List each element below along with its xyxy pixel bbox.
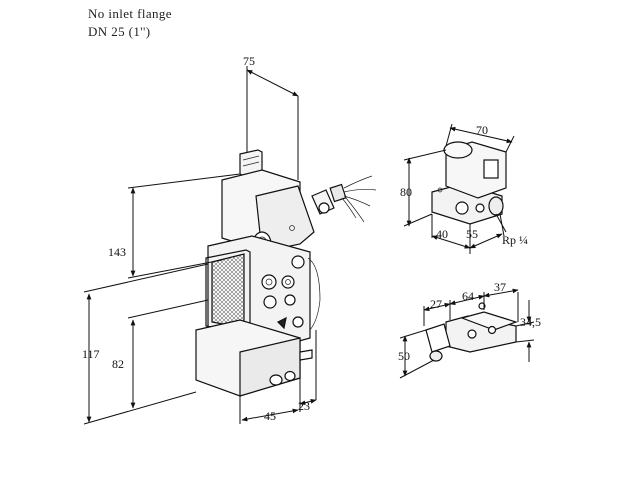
header-line-1: No inlet flange bbox=[88, 6, 172, 21]
dim-height-total: 117 bbox=[82, 347, 100, 361]
bottom-right-dimensions: 27 64 37 34,5 50 bbox=[398, 280, 541, 379]
dim-tr-height: 80 bbox=[400, 185, 412, 199]
dim-br-height: 50 bbox=[398, 349, 410, 363]
dim-br-middle: 64 bbox=[462, 289, 474, 303]
main-valve-drawing bbox=[195, 149, 377, 397]
dim-tr-base-right: 55 bbox=[466, 227, 478, 241]
bottom-right-valve-drawing bbox=[425, 302, 518, 362]
dim-height-lower: 82 bbox=[112, 357, 124, 371]
dim-br-depth: 34,5 bbox=[520, 315, 541, 329]
dim-height-upper: 143 bbox=[108, 245, 126, 259]
dim-br-left: 27 bbox=[430, 297, 442, 311]
top-right-valve-drawing bbox=[431, 141, 507, 225]
plug-connector bbox=[311, 175, 377, 223]
top-right-dimensions: 70 80 40 55 Rp ¼ bbox=[400, 123, 528, 254]
valve-bottom-box bbox=[195, 319, 313, 397]
dim-tr-base-left: 40 bbox=[436, 227, 448, 241]
dim-bottom-offset: 23 bbox=[298, 399, 310, 413]
dim-tr-thread: Rp ¼ bbox=[502, 233, 528, 247]
main-dimensions: 75 143 82 117 45 23 bbox=[82, 54, 317, 425]
dim-bottom-width: 45 bbox=[264, 409, 276, 423]
header-line-2: DN 25 (1'') bbox=[88, 24, 151, 39]
dim-tr-width: 70 bbox=[476, 123, 488, 137]
dim-br-right: 37 bbox=[494, 280, 506, 294]
dim-top-width: 75 bbox=[243, 54, 255, 68]
